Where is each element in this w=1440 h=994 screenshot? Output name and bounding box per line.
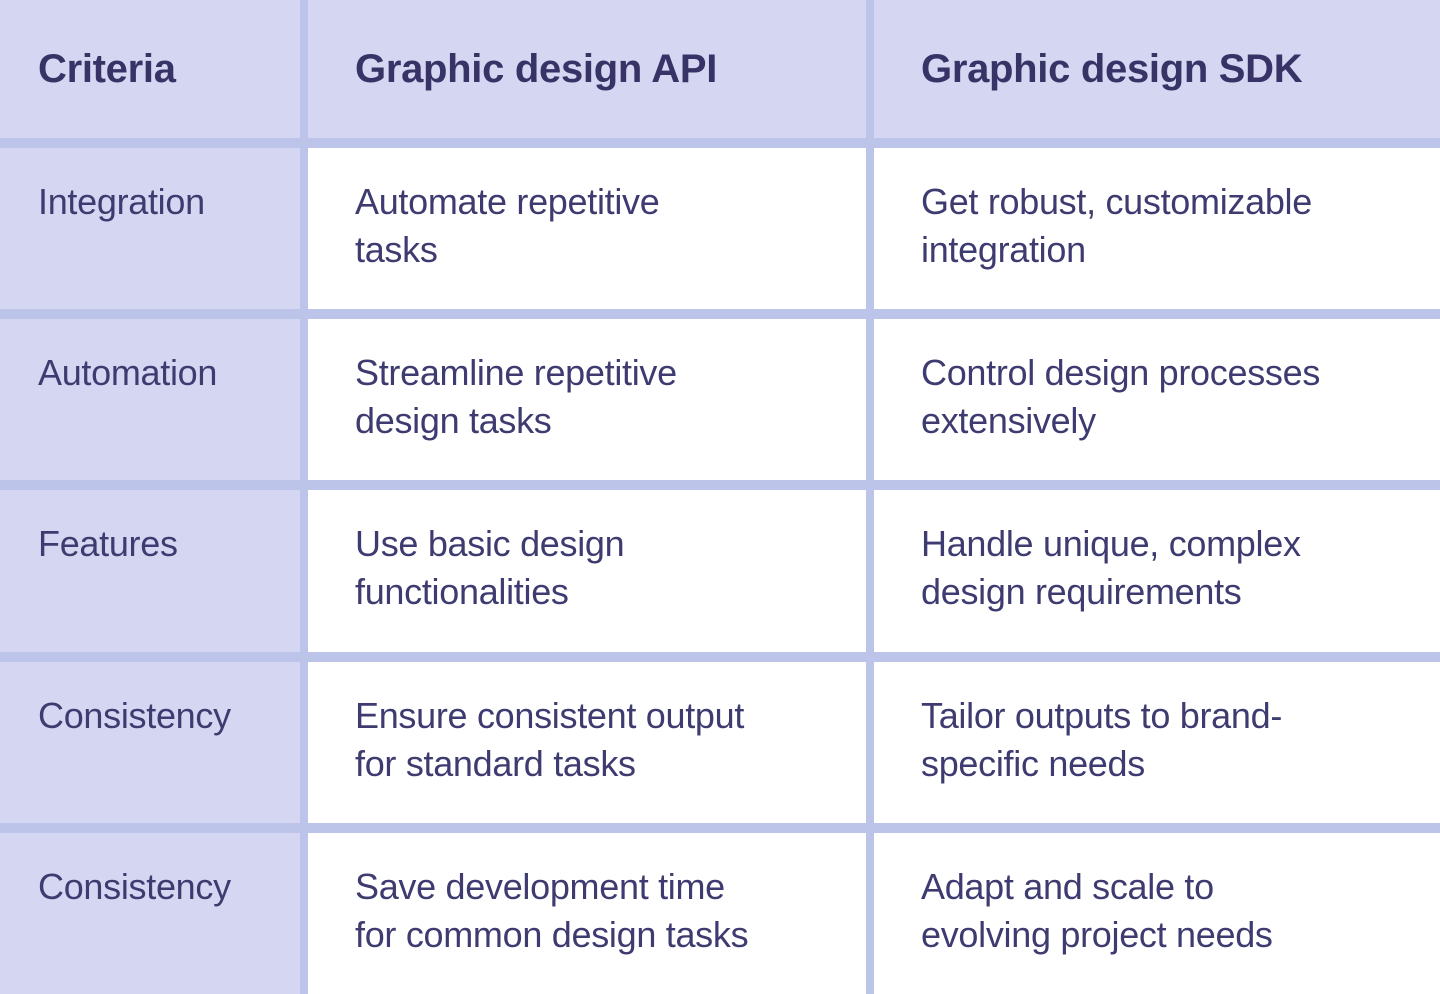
- criteria-cell: Automation: [0, 319, 300, 481]
- criteria-cell: Consistency: [0, 832, 300, 994]
- header-label-sdk: Graphic design SDK: [921, 46, 1303, 91]
- sdk-cell: Get robust, customizable integration: [874, 148, 1440, 310]
- header-cell-sdk: Graphic design SDK: [874, 0, 1440, 138]
- header-label-api: Graphic design API: [355, 46, 718, 91]
- sdk-cell: Control design processes extensively: [874, 319, 1440, 481]
- sdk-cell: Adapt and scale to evolving project need…: [874, 832, 1440, 994]
- criteria-cell: Consistency: [0, 661, 300, 823]
- header-label-criteria: Criteria: [38, 46, 176, 91]
- api-cell: Automate repetitive tasks: [308, 148, 866, 310]
- criteria-cell: Features: [0, 490, 300, 652]
- sdk-cell: Handle unique, complex design requiremen…: [874, 490, 1440, 652]
- api-cell: Use basic design functionalities: [308, 490, 866, 652]
- header-cell-api: Graphic design API: [308, 0, 866, 138]
- api-cell: Ensure consistent output for standard ta…: [308, 661, 866, 823]
- api-cell: Streamline repetitive design tasks: [308, 319, 866, 481]
- sdk-cell: Tailor outputs to brand- specific needs: [874, 661, 1440, 823]
- criteria-cell: Integration: [0, 148, 300, 310]
- api-cell: Save development time for common design …: [308, 832, 866, 994]
- header-cell-criteria: Criteria: [0, 0, 300, 138]
